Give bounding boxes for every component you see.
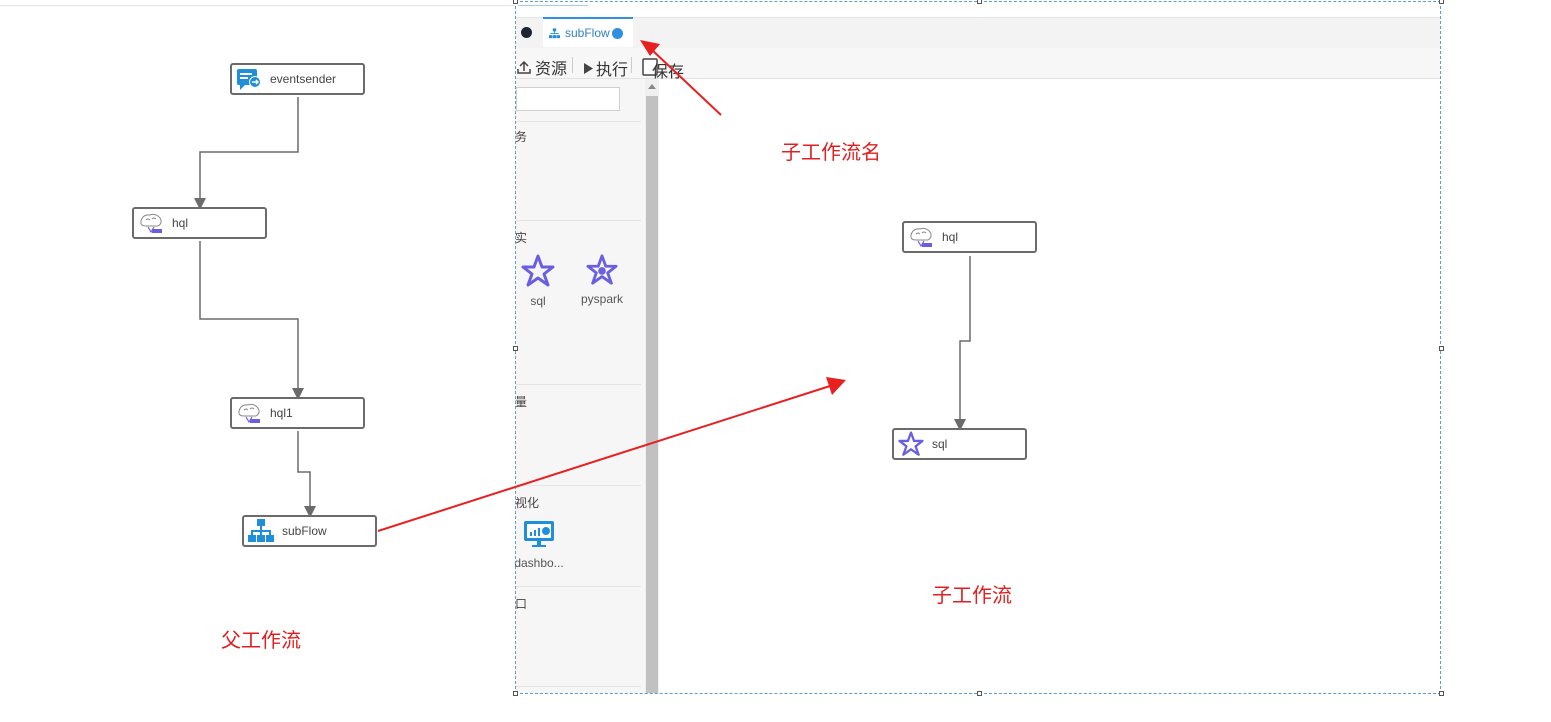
scroll-up-arrow-icon[interactable]	[648, 84, 656, 89]
spark-star-icon	[578, 254, 626, 286]
palette-category: 视化	[515, 496, 540, 510]
resize-handle[interactable]	[977, 0, 982, 4]
toolbar-divider	[572, 57, 573, 73]
subflow-icon	[549, 27, 560, 39]
save-label: 保存	[652, 64, 685, 81]
resize-handle[interactable]	[1439, 346, 1444, 351]
annotation-parent-flow: 父工作流	[221, 628, 301, 652]
component-palette	[516, 79, 645, 693]
palette-item-label: dashbo...	[514, 556, 564, 570]
resize-handle[interactable]	[513, 691, 518, 696]
hive-icon	[138, 210, 164, 236]
annotation-arrow-subflow-head	[826, 377, 846, 395]
edge-hql-hql1	[199, 241, 304, 400]
palette-divider	[516, 220, 641, 221]
parent-node-subflow[interactable]: subFlow	[242, 515, 377, 547]
save-icon	[642, 58, 658, 76]
resize-handle[interactable]	[1439, 0, 1444, 4]
node-label: eventsender	[270, 72, 337, 86]
spark-star-icon	[898, 431, 924, 457]
subflow-icon	[248, 518, 274, 544]
node-label: sql	[932, 437, 948, 451]
resize-handle[interactable]	[977, 691, 982, 696]
tab-subflow[interactable]: subFlow	[543, 17, 633, 47]
subflow-node-hql[interactable]: hql	[902, 221, 1037, 253]
edge-eventsender-hql	[194, 97, 299, 210]
annotation-arrow-tabname-head	[640, 40, 660, 56]
palette-item-pyspark[interactable]: pyspark	[578, 254, 626, 306]
palette-category: 实	[515, 231, 528, 245]
top-divider	[0, 5, 515, 6]
upload-icon	[517, 60, 531, 74]
subflow-canvas-connectors	[954, 256, 971, 431]
tab-label: subFlow	[565, 26, 610, 40]
resize-handle[interactable]	[1439, 691, 1444, 696]
palette-category: 量	[515, 395, 528, 409]
palette-divider	[516, 384, 641, 385]
annotation-arrow-subflow-line	[377, 385, 831, 532]
node-label: hql	[942, 230, 959, 244]
tab-dot-icon[interactable]	[521, 27, 532, 38]
palette-item-label: pyspark	[580, 292, 624, 306]
node-label: subFlow	[282, 524, 327, 538]
hive-icon	[908, 224, 934, 250]
resize-handle[interactable]	[513, 346, 518, 351]
node-label: hql1	[270, 406, 293, 420]
execute-button[interactable]: 执行	[583, 56, 628, 80]
resource-button[interactable]: 资源	[517, 55, 567, 79]
event-sender-icon	[236, 66, 262, 92]
palette-category: 口	[515, 597, 528, 611]
node-label: hql	[172, 216, 189, 230]
dashboard-icon	[514, 520, 564, 548]
resize-handle[interactable]	[513, 0, 518, 4]
unsaved-dot-icon[interactable]	[611, 27, 623, 39]
resource-label: 资源	[535, 61, 568, 78]
palette-item-sql[interactable]: sql	[516, 254, 560, 308]
editor-tab-bar	[516, 17, 1440, 49]
save-button[interactable]: 保存	[642, 52, 684, 82]
toolbar-divider	[631, 57, 632, 73]
annotation-subflow-name: 子工作流名	[781, 140, 881, 164]
spark-star-icon	[516, 254, 560, 288]
play-icon	[583, 62, 594, 75]
palette-divider	[516, 485, 641, 486]
palette-search-input[interactable]	[516, 87, 620, 111]
execute-label: 执行	[596, 62, 629, 79]
truncated-tab-edge	[518, 0, 588, 6]
subflow-node-sql[interactable]: sql	[892, 428, 1027, 460]
palette-item-label: sql	[530, 294, 546, 308]
edge-hql-sql	[954, 256, 971, 431]
annotation-arrow-tabname-line	[651, 49, 722, 116]
parent-flow-connectors	[194, 97, 316, 518]
palette-divider	[516, 686, 641, 687]
palette-divider	[516, 121, 641, 122]
palette-category: 务	[515, 130, 528, 144]
annotation-subflow: 子工作流	[932, 583, 1012, 607]
editor-toolbar	[516, 48, 1440, 79]
palette-divider	[516, 586, 641, 587]
parent-node-hql[interactable]: hql	[132, 207, 267, 239]
palette-scrollbar-thumb[interactable]	[646, 96, 658, 693]
parent-node-hql1[interactable]: hql1	[230, 397, 365, 429]
parent-node-eventsender[interactable]: eventsender	[230, 63, 365, 95]
palette-item-dashboard[interactable]: dashbo...	[514, 520, 564, 570]
edge-hql1-subflow	[297, 431, 316, 518]
hive-icon	[236, 400, 262, 426]
